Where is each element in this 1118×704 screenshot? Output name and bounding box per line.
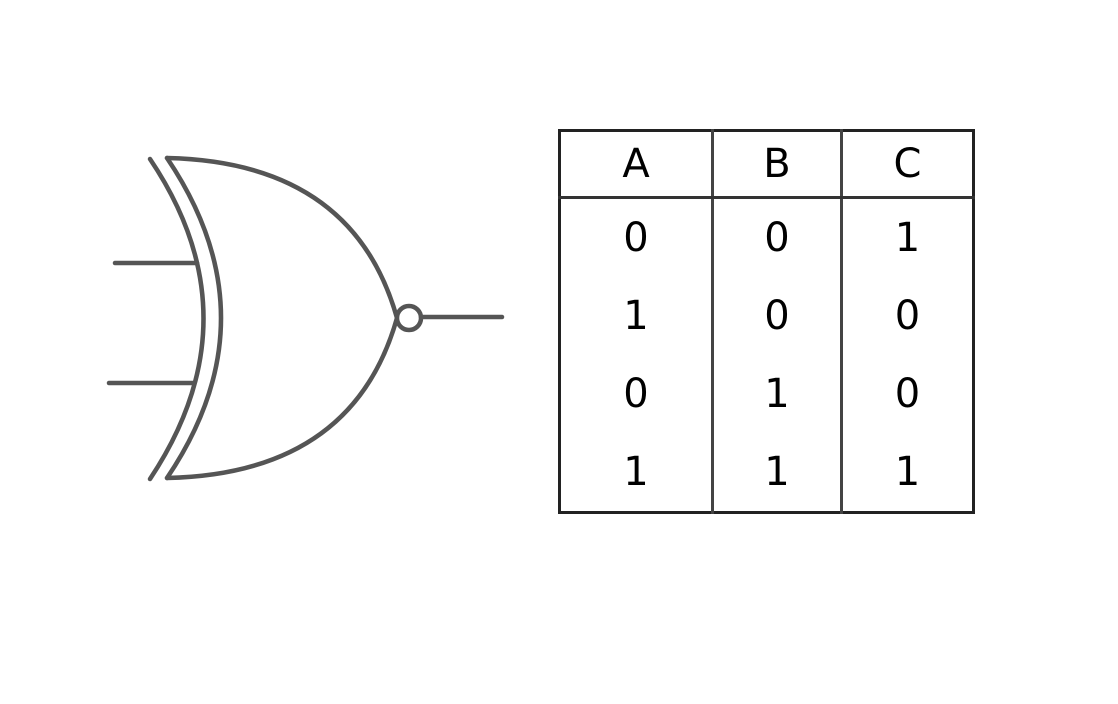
table-row: 1 0 0 [559, 277, 974, 355]
cell-b: 0 [712, 197, 843, 277]
inversion-bubble [394, 303, 424, 333]
table-row: 1 1 1 [559, 433, 974, 513]
header-a: A [559, 130, 714, 199]
truth-table: A B C 0 0 1 1 0 0 0 1 0 1 1 1 [558, 129, 975, 514]
cell-c: 0 [894, 293, 921, 339]
cell-c: 0 [894, 371, 921, 417]
cell-b: 1 [712, 355, 843, 433]
table-row: 0 1 0 [559, 355, 974, 433]
gate-body-top-arc [164, 155, 400, 321]
table-row: 0 0 1 [559, 197, 974, 277]
cell-a: 1 [559, 277, 714, 355]
header-b: B [712, 130, 843, 199]
cell-c: 1 [894, 215, 921, 261]
cell-a: 0 [559, 355, 714, 433]
cell-a: 0 [559, 197, 714, 277]
truth-table-header-row: A B C [559, 130, 974, 199]
cell-c: 1 [894, 449, 921, 495]
cell-b: 1 [712, 433, 843, 513]
gate-body-bottom-arc [164, 315, 400, 481]
gate-body-back-curve [164, 155, 224, 481]
cell-a: 1 [559, 433, 714, 513]
cell-b: 0 [712, 277, 843, 355]
header-c: C [841, 130, 974, 199]
xnor-input-extra-curve [147, 156, 206, 482]
